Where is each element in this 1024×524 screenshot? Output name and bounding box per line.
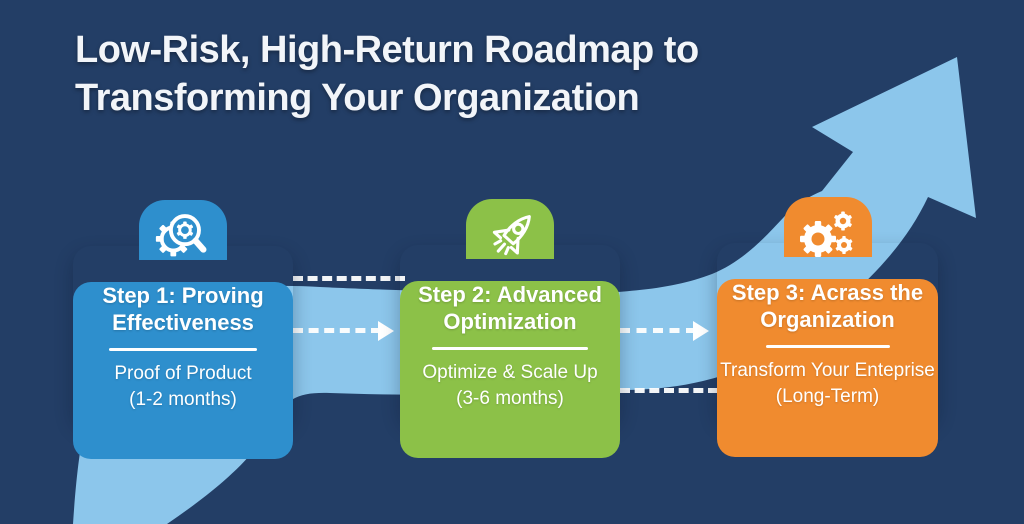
step-card-3: Step 3: Acrass the Organization Transfor… [717, 197, 938, 457]
connector-line-top [293, 276, 405, 281]
step-card-2: Step 2: Advanced Optimization Optimize &… [400, 199, 620, 458]
step-card-1: Step 1: Proving Effectiveness Proof of P… [73, 200, 293, 459]
connector-arrow-1-line [293, 328, 381, 333]
gear-magnifier-icon [155, 214, 207, 257]
step-2-subtitle: Optimize & Scale Up [422, 362, 598, 383]
connector-arrow-2-line [620, 328, 696, 333]
step-3-heading: Step 3: Acrass the Organization [731, 280, 924, 332]
main-title-line1: Low-Risk, High-Return Roadmap to [75, 29, 699, 71]
rocket-icon [492, 215, 531, 256]
connector-line-bottom [620, 388, 718, 393]
step-1-duration: (1-2 months) [129, 389, 237, 410]
step-1-divider [109, 348, 257, 351]
step-3-card-body: Step 3: Acrass the Organization Transfor… [717, 279, 938, 457]
step-1-subtitle: Proof of Product [114, 363, 252, 384]
step-3-divider [765, 345, 890, 348]
connector-arrow-1-head [378, 321, 394, 341]
gears-icon [799, 211, 852, 257]
step-2-heading: Step 2: Advanced Optimization [418, 282, 602, 334]
step-2-duration: (3-6 months) [456, 388, 564, 409]
step-3-subtitle: Transform Your Enteprise [720, 360, 935, 381]
connector-arrow-2-head [693, 321, 709, 341]
main-title: Low-Risk, High-Return Roadmap to Transfo… [75, 26, 935, 122]
step-1-card-body: Step 1: Proving Effectiveness Proof of P… [73, 282, 293, 459]
step-2-divider [432, 347, 588, 350]
step-2-card-body: Step 2: Advanced Optimization Optimize &… [400, 281, 620, 458]
step-1-heading: Step 1: Proving Effectiveness [102, 283, 264, 335]
main-title-line2: Transforming Your Organization [75, 77, 640, 119]
step-3-duration: (Long-Term) [775, 386, 880, 407]
